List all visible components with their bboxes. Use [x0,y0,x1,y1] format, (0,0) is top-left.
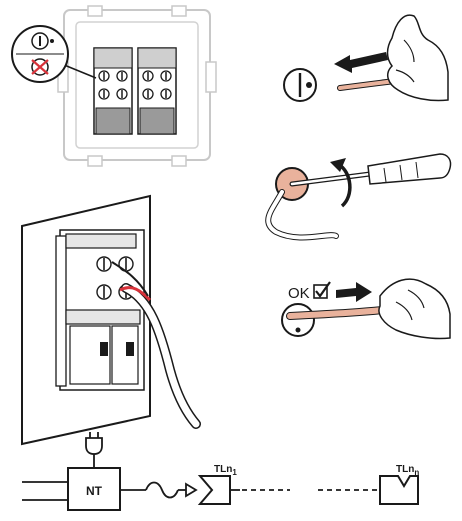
line-schematic: NT TLn1 TLnn [22,432,419,511]
step-ok-check: OK [281,278,451,340]
socket-tln1-label: TLn1 [214,464,237,477]
screwdriver [289,153,452,187]
terminal-block-right [137,47,177,135]
terminal-block-left [93,47,133,135]
hand-holding-wire [386,14,449,102]
terminal-callout [11,25,97,83]
socket-tlnn-icon [379,475,419,505]
socket-tlnn-label: TLnn [396,464,419,477]
step-tighten-screw [265,153,452,241]
power-plug-icon [85,432,103,468]
checkbox-checked-icon [313,281,331,299]
terminal-hole-icon [283,68,317,102]
arrow-left-icon [334,52,388,73]
plug-connector-icon [185,482,198,498]
arrow-right-icon [336,282,372,302]
terminal-slot-icon [31,32,54,50]
nt-label: NT [86,484,103,498]
socket-module-top-view [57,5,217,167]
ok-label: OK [288,285,310,302]
socket-tln1-icon [197,475,231,505]
wall-mounted-socket [21,194,201,446]
hand-pushing-wire [378,278,451,340]
step-insert-wire [283,14,449,102]
forbidden-terminal-icon [31,58,49,76]
